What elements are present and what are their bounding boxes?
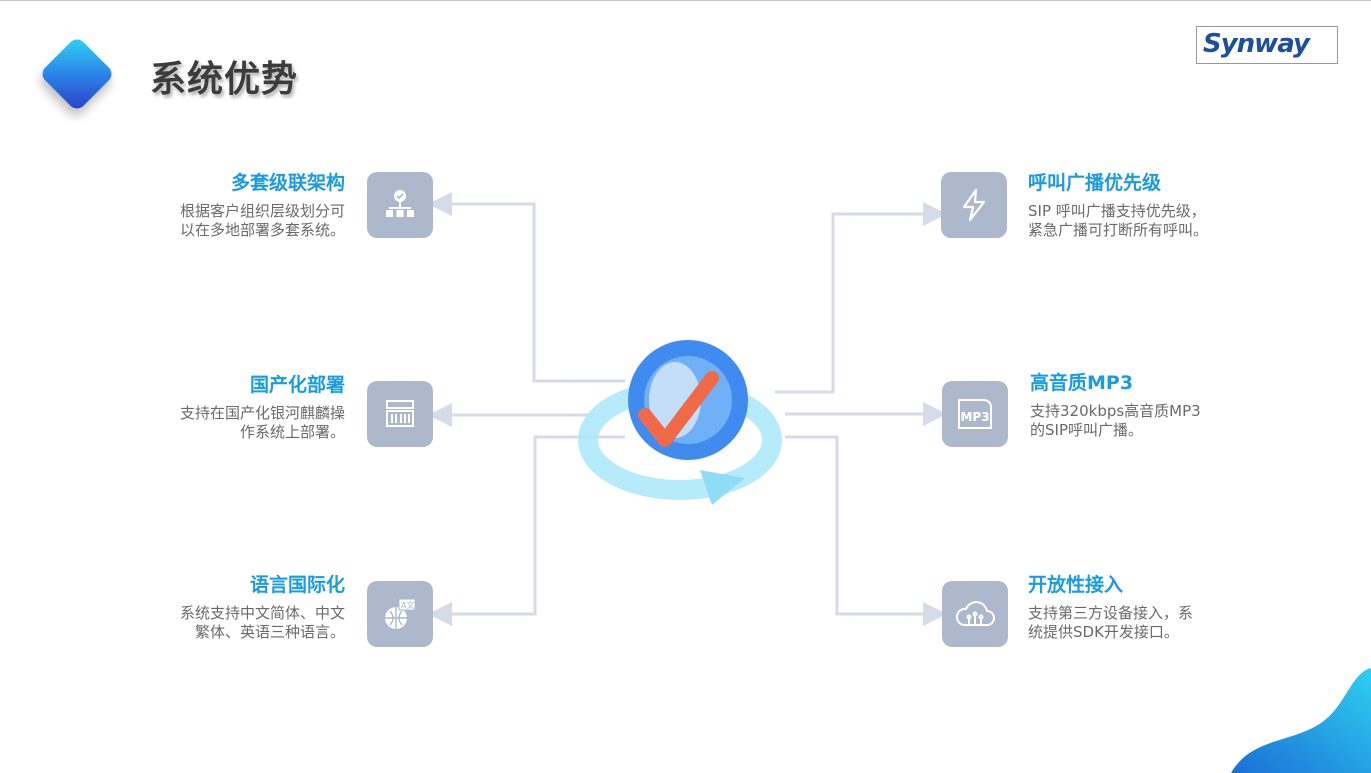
desc-open-access: 支持第三方设备接入，系统提供SDK开发接口。	[1028, 604, 1194, 641]
cloud-icon	[942, 581, 1008, 647]
server-icon	[367, 381, 433, 447]
heading-localized-deploy: 国产化部署	[249, 374, 345, 396]
heading-i18n: 语言国际化	[249, 574, 345, 596]
page-title: 系统优势	[150, 59, 299, 100]
heading-open-access: 开放性接入	[1028, 574, 1124, 596]
heading-priority: 呼叫广播优先级	[1028, 172, 1162, 194]
heading-multi-level: 多套级联架构	[230, 172, 345, 194]
svg-text:A文: A文	[401, 600, 414, 610]
globe-translate-icon: A文	[367, 581, 433, 647]
line-left-top	[428, 192, 625, 383]
line-right-bottom	[785, 435, 947, 626]
desc-i18n: 系统支持中文简体、中文繁体、英语三种语言。	[179, 604, 345, 641]
desc-multi-level: 根据客户组织层级划分可以在多地部署多套系统。	[179, 202, 345, 239]
line-right-top	[775, 202, 947, 394]
mp3-icon: MP3	[942, 381, 1008, 447]
desc-priority: SIP 呼叫广播支持优先级，紧急广播可打断所有呼叫。	[1028, 202, 1209, 239]
heading-mp3: 高音质MP3	[1030, 372, 1134, 394]
synway-logo[interactable]: Synway	[1196, 26, 1338, 64]
corner-wave-decoration	[1231, 668, 1371, 773]
center-check-graphic	[578, 340, 782, 505]
hierarchy-icon	[367, 172, 433, 238]
top-border	[0, 0, 1371, 1]
lightning-icon	[941, 172, 1007, 238]
desc-localized-deploy: 支持在国产化银河麒麟操作系统上部署。	[179, 404, 345, 441]
